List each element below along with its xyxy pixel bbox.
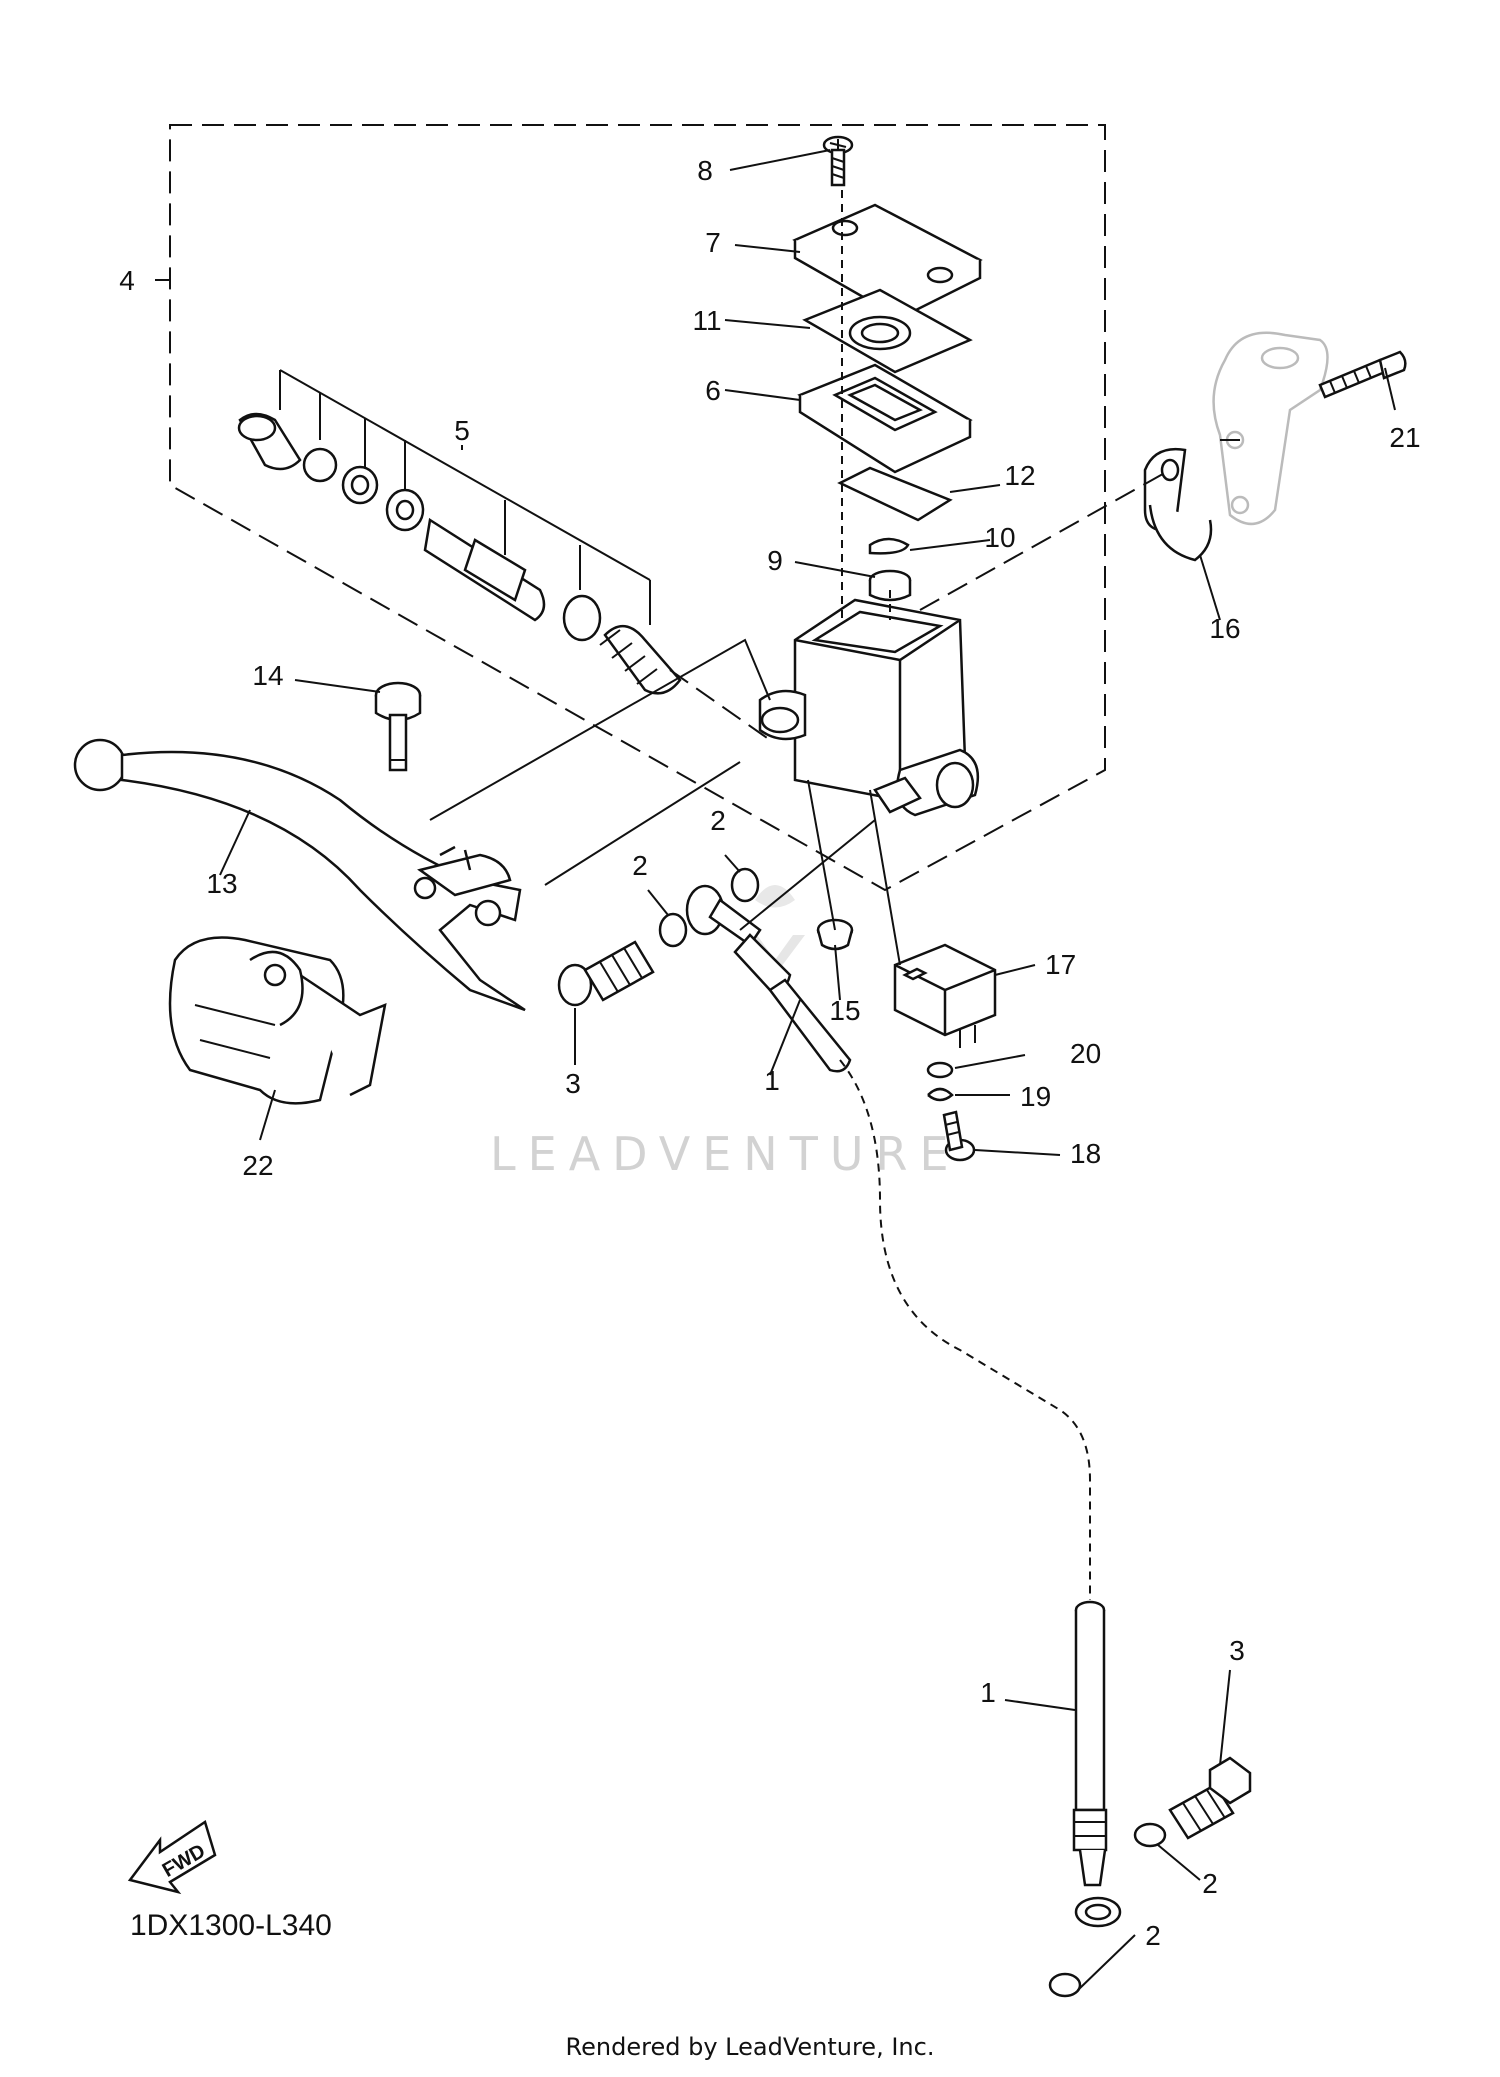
label-5: 5 bbox=[454, 415, 470, 446]
label-2-a: 2 bbox=[632, 850, 648, 881]
grommet-15 bbox=[816, 918, 854, 951]
washer-2-d bbox=[1048, 1972, 1082, 1998]
diaphragm-6 bbox=[797, 363, 973, 474]
label-1-lower: 1 bbox=[980, 1677, 996, 1708]
label-21: 21 bbox=[1389, 422, 1420, 453]
label-2-d: 2 bbox=[1145, 1920, 1161, 1951]
label-4: 4 bbox=[119, 265, 135, 296]
screw-18 bbox=[942, 1110, 976, 1162]
union-bolt-3-upper bbox=[557, 940, 655, 1007]
brake-hose-1-lower bbox=[1072, 1600, 1122, 1928]
pivot-bolt-14 bbox=[374, 681, 422, 772]
leader-lines bbox=[155, 149, 1396, 1991]
label-3-lower: 3 bbox=[1229, 1635, 1245, 1666]
watermark: LEADVENTURE bbox=[490, 885, 961, 1181]
reservoir-cap-7 bbox=[792, 203, 983, 320]
caliper-22 bbox=[168, 936, 387, 1105]
label-2-b: 2 bbox=[710, 805, 726, 836]
label-8: 8 bbox=[697, 155, 713, 186]
label-7: 7 bbox=[705, 227, 721, 258]
bracket-ghost bbox=[1212, 331, 1329, 525]
diagram-code: 1DX1300-L340 bbox=[130, 1909, 332, 1942]
label-2-c: 2 bbox=[1202, 1868, 1218, 1899]
watermark-text: LEADVENTURE bbox=[490, 1127, 961, 1181]
screw-8 bbox=[822, 135, 854, 187]
brake-switch-17 bbox=[893, 943, 997, 1048]
fwd-arrow-icon: FWD bbox=[127, 1820, 217, 1895]
washer-2-c bbox=[1133, 1822, 1167, 1848]
piston-kit-5 bbox=[237, 369, 682, 695]
brake-hose-1-upper bbox=[685, 884, 852, 1073]
label-20: 20 bbox=[1070, 1038, 1101, 1069]
label-3-upper: 3 bbox=[565, 1068, 581, 1099]
label-6: 6 bbox=[705, 375, 721, 406]
footer-credit: Rendered by LeadVenture, Inc. bbox=[566, 2033, 935, 2061]
clip-10 bbox=[868, 537, 910, 555]
label-18: 18 bbox=[1070, 1138, 1101, 1169]
master-cylinder-body bbox=[758, 598, 980, 817]
label-12: 12 bbox=[1004, 460, 1035, 491]
label-10: 10 bbox=[984, 522, 1015, 553]
hose-routing bbox=[839, 1059, 1091, 1600]
label-11: 11 bbox=[692, 305, 721, 336]
diaphragm-plate-11 bbox=[802, 288, 973, 374]
label-9: 9 bbox=[767, 545, 783, 576]
assembly-lines bbox=[429, 439, 1240, 966]
part-number-labels: 8 7 11 6 12 10 9 4 5 14 13 16 21 17 20 1… bbox=[119, 155, 1420, 1951]
label-13: 13 bbox=[206, 868, 237, 899]
lock-washer-19 bbox=[927, 1087, 954, 1102]
union-bolt-3-lower bbox=[1168, 1756, 1252, 1840]
label-19: 19 bbox=[1020, 1081, 1051, 1112]
bolt-21 bbox=[1318, 350, 1407, 399]
assembly-boundary bbox=[169, 124, 1106, 892]
label-16: 16 bbox=[1209, 613, 1240, 644]
washer-20 bbox=[926, 1061, 954, 1079]
washer-2-b bbox=[730, 867, 760, 903]
label-15: 15 bbox=[829, 995, 860, 1026]
label-14: 14 bbox=[252, 660, 283, 691]
brake-lever-13 bbox=[73, 738, 526, 1012]
protector-12 bbox=[837, 466, 953, 522]
label-1-upper: 1 bbox=[764, 1065, 780, 1096]
label-17: 17 bbox=[1045, 949, 1076, 980]
holder-16 bbox=[1143, 447, 1213, 562]
label-22: 22 bbox=[242, 1150, 273, 1181]
washer-2-a bbox=[658, 912, 688, 948]
